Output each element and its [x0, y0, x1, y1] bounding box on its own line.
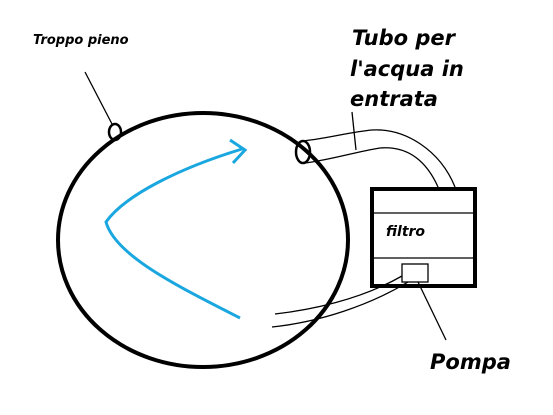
- outlet-pipe-top: [274, 275, 403, 315]
- inlet-label-line3: entrata: [350, 87, 438, 111]
- inlet-label-line2: l'acqua in: [350, 57, 464, 81]
- overflow-label: Troppo pieno: [33, 33, 129, 48]
- outlet-pipe-bottom: [271, 281, 409, 328]
- overflow-leader-line: [84, 71, 113, 125]
- pump-label: Pompa: [430, 350, 511, 374]
- pump-box: [401, 263, 429, 283]
- tank-circle: [56, 111, 350, 369]
- inlet-leader-line: [351, 111, 357, 151]
- overflow-hole: [107, 122, 123, 142]
- water-flow-arrowhead: [229, 138, 248, 165]
- filter-label: filtro: [386, 224, 425, 240]
- inlet-pipe-down: [371, 129, 456, 188]
- inlet-pipe-bottom: [304, 147, 439, 188]
- inlet-label-line1: Tubo per: [352, 26, 457, 50]
- pump-leader-line: [417, 281, 447, 341]
- filter-box: [370, 187, 477, 288]
- water-flow-arrow: [104, 147, 243, 320]
- inlet-pipe-top: [302, 129, 373, 142]
